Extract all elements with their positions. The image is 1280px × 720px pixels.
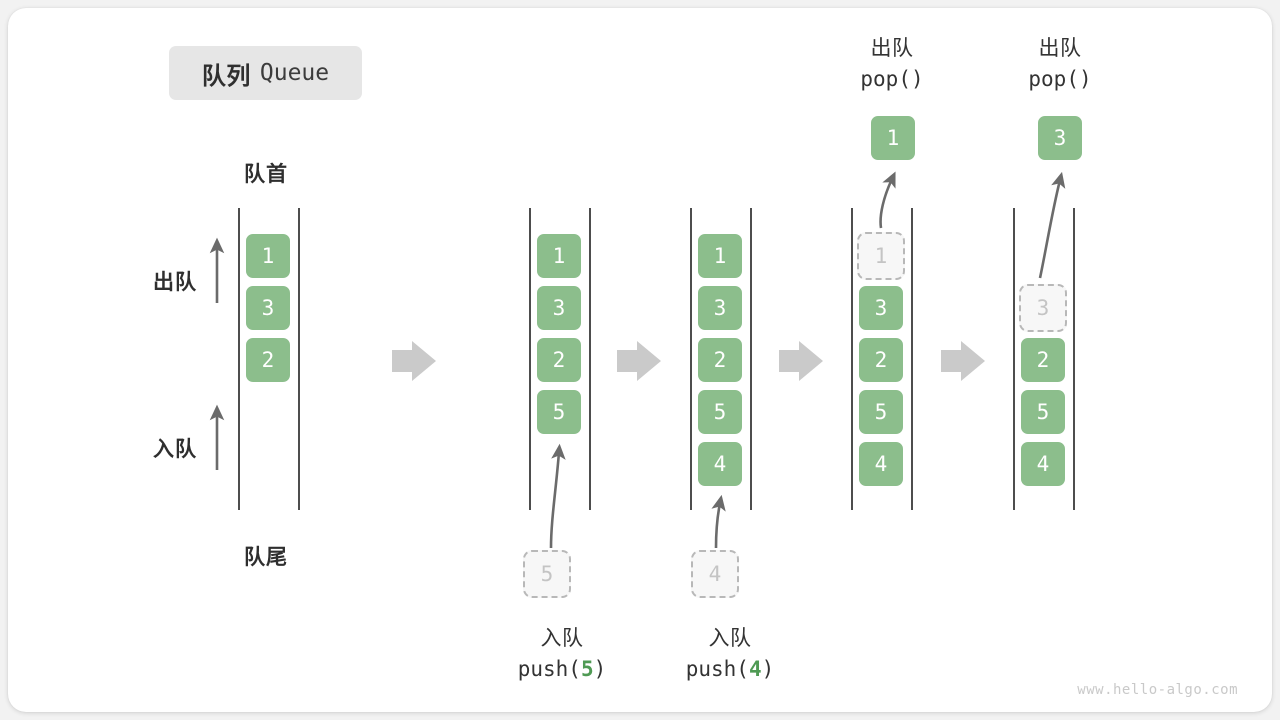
popped-element: 1 [869, 114, 917, 162]
push5-call-label: push(5) [518, 657, 607, 681]
queue-element: 2 [244, 336, 292, 384]
queue-element: 1 [535, 232, 583, 280]
push4-call-value: 4 [748, 657, 762, 681]
queue-rail-left-c3 [690, 208, 692, 510]
queue-element: 3 [696, 284, 744, 332]
diagram-card [8, 8, 1272, 712]
front-label: 队首 [244, 163, 288, 186]
watermark: www.hello-algo.com [1077, 682, 1238, 698]
title-chinese: 队列 [201, 62, 251, 90]
popped-element: 3 [1036, 114, 1084, 162]
queue-element: 2 [857, 336, 905, 384]
enqueue-direction-label: 入队 [153, 438, 197, 461]
queue-element: 5 [696, 388, 744, 436]
queue-element: 3 [857, 284, 905, 332]
push4-call-label: push(4) [686, 657, 775, 681]
pop1-cn-label: 出队 [870, 37, 914, 60]
queue-rail-right-c1 [298, 208, 300, 510]
removed-element-ghost: 3 [1019, 284, 1067, 332]
queue-rail-right-c5 [1073, 208, 1075, 510]
incoming-element-ghost: 5 [523, 550, 571, 598]
title-badge: 队列 Queue [169, 46, 362, 100]
title-english: Queue [259, 60, 330, 86]
queue-element: 2 [696, 336, 744, 384]
queue-rail-right-c3 [750, 208, 752, 510]
queue-element: 2 [535, 336, 583, 384]
queue-rail-left-c1 [238, 208, 240, 510]
queue-rail-left-c4 [851, 208, 853, 510]
push5-call-suffix: ) [593, 657, 607, 681]
rear-label: 队尾 [244, 546, 288, 569]
queue-element: 1 [244, 232, 292, 280]
queue-element: 2 [1019, 336, 1067, 384]
push4-call-prefix: push( [685, 657, 749, 681]
pop1-call-label: pop() [860, 67, 924, 91]
push4-call-suffix: ) [761, 657, 775, 681]
pop2-call-label: pop() [1028, 67, 1092, 91]
queue-element: 3 [244, 284, 292, 332]
push5-call-prefix: push( [517, 657, 581, 681]
queue-element: 3 [535, 284, 583, 332]
incoming-element-ghost: 4 [691, 550, 739, 598]
dequeue-direction-label: 出队 [153, 271, 197, 294]
queue-rail-left-c2 [529, 208, 531, 510]
queue-element: 1 [696, 232, 744, 280]
queue-element: 5 [857, 388, 905, 436]
queue-element: 5 [1019, 388, 1067, 436]
queue-element-new: 5 [535, 388, 583, 436]
queue-rail-right-c2 [589, 208, 591, 510]
push4-cn-label: 入队 [708, 627, 752, 650]
push5-cn-label: 入队 [540, 627, 584, 650]
removed-element-ghost: 1 [857, 232, 905, 280]
pop2-cn-label: 出队 [1038, 37, 1082, 60]
queue-element: 4 [857, 440, 905, 488]
queue-rail-left-c5 [1013, 208, 1015, 510]
queue-element-new: 4 [696, 440, 744, 488]
queue-element: 4 [1019, 440, 1067, 488]
push5-call-value: 5 [580, 657, 594, 681]
queue-rail-right-c4 [911, 208, 913, 510]
